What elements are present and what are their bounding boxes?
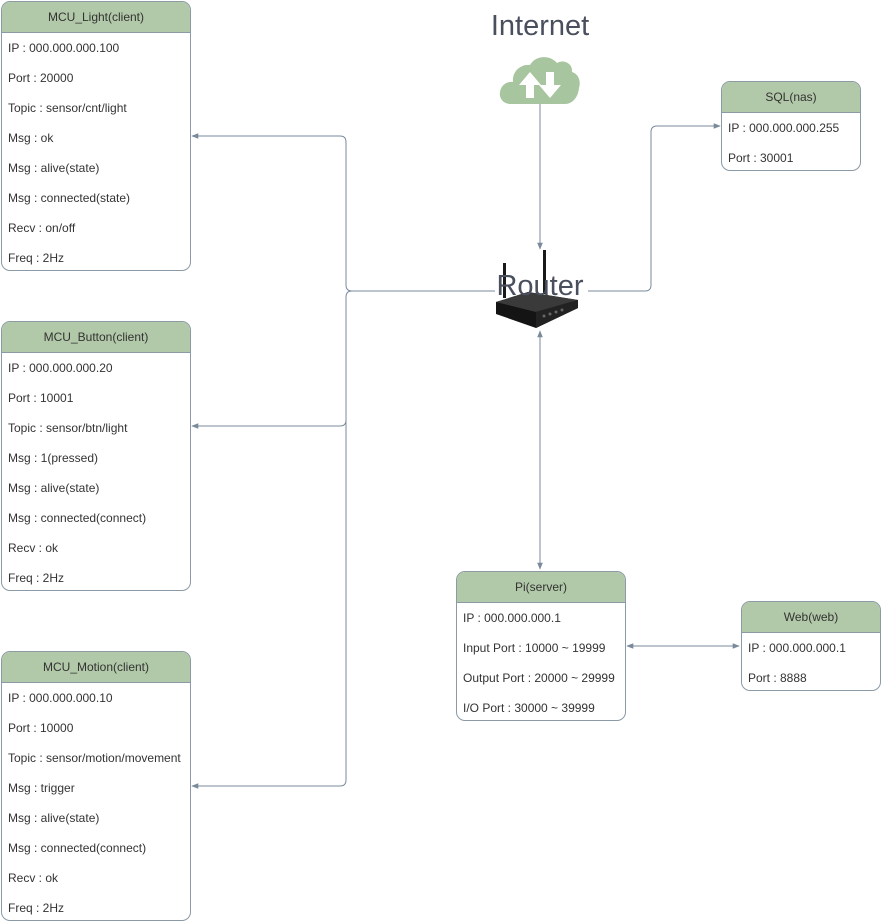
node-field: Msg : 1(pressed) xyxy=(8,451,99,465)
node-field: Msg : trigger xyxy=(8,781,75,795)
mcu-light-node: MCU_Light(client) IP : 000.000.000.100 P… xyxy=(1,1,191,271)
node-field: Input Port : 10000 ~ 19999 xyxy=(463,641,606,655)
node-field: Topic : sensor/cnt/light xyxy=(8,101,127,115)
mcu-button-node: MCU_Button(client) IP : 000.000.000.20 P… xyxy=(1,321,191,591)
node-field: Freq : 2Hz xyxy=(8,251,65,265)
router-icon xyxy=(496,250,578,328)
connector-router-mcu-motion xyxy=(191,420,347,789)
connector-router-sql xyxy=(588,123,721,292)
connector-router-mcu-button xyxy=(191,290,353,429)
node-field: Msg : alive(state) xyxy=(8,481,100,495)
node-field: Msg : ok xyxy=(8,131,54,145)
node-field: Port : 20000 xyxy=(8,71,74,85)
node-field: Port : 8888 xyxy=(748,671,807,685)
node-field: Freq : 2Hz xyxy=(8,571,65,585)
node-field: IP : 000.000.000.20 xyxy=(8,361,113,375)
node-field: Port : 30001 xyxy=(728,151,794,165)
node-title: MCU_Button(client) xyxy=(2,322,190,353)
node-field: IP : 000.000.000.100 xyxy=(8,41,120,55)
node-field: IP : 000.000.000.255 xyxy=(728,121,840,135)
node-field: Topic : sensor/motion/movement xyxy=(8,751,181,765)
node-field: Recv : ok xyxy=(8,871,59,885)
node-title: Web(web) xyxy=(742,602,880,633)
pi-server-node: Pi(server) IP : 000.000.000.1 Input Port… xyxy=(456,571,626,721)
node-field: Recv : ok xyxy=(8,541,59,555)
node-field: I/O Port : 30000 ~ 39999 xyxy=(463,701,595,715)
node-field: Recv : on/off xyxy=(8,221,76,235)
node-field: Port : 10000 xyxy=(8,721,74,735)
node-field: IP : 000.000.000.10 xyxy=(8,691,113,705)
sql-node: SQL(nas) IP : 000.000.000.255 Port : 300… xyxy=(721,81,861,171)
internet-label: Internet xyxy=(490,10,590,42)
node-field: Freq : 2Hz xyxy=(8,901,65,915)
node-field: Port : 10001 xyxy=(8,391,74,405)
mcu-motion-node: MCU_Motion(client) IP : 000.000.000.10 P… xyxy=(1,651,191,921)
node-field: Msg : connected(connect) xyxy=(8,511,147,525)
node-field: Msg : connected(state) xyxy=(8,191,131,205)
connector-router-mcu-light xyxy=(191,133,495,292)
node-field: Output Port : 20000 ~ 29999 xyxy=(463,671,615,685)
cloud-upload-download-icon xyxy=(499,57,580,104)
node-field: Msg : connected(connect) xyxy=(8,841,147,855)
node-title: Pi(server) xyxy=(457,572,625,603)
node-field: IP : 000.000.000.1 xyxy=(463,611,561,625)
web-node: Web(web) IP : 000.000.000.1 Port : 8888 xyxy=(741,601,881,691)
node-title: MCU_Motion(client) xyxy=(2,652,190,683)
node-field: IP : 000.000.000.1 xyxy=(748,641,846,655)
node-title: MCU_Light(client) xyxy=(2,2,190,33)
router-label: Router xyxy=(496,270,584,302)
node-field: Msg : alive(state) xyxy=(8,811,100,825)
node-field: Msg : alive(state) xyxy=(8,161,100,175)
node-field: Topic : sensor/btn/light xyxy=(8,421,128,435)
node-title: SQL(nas) xyxy=(722,82,860,113)
